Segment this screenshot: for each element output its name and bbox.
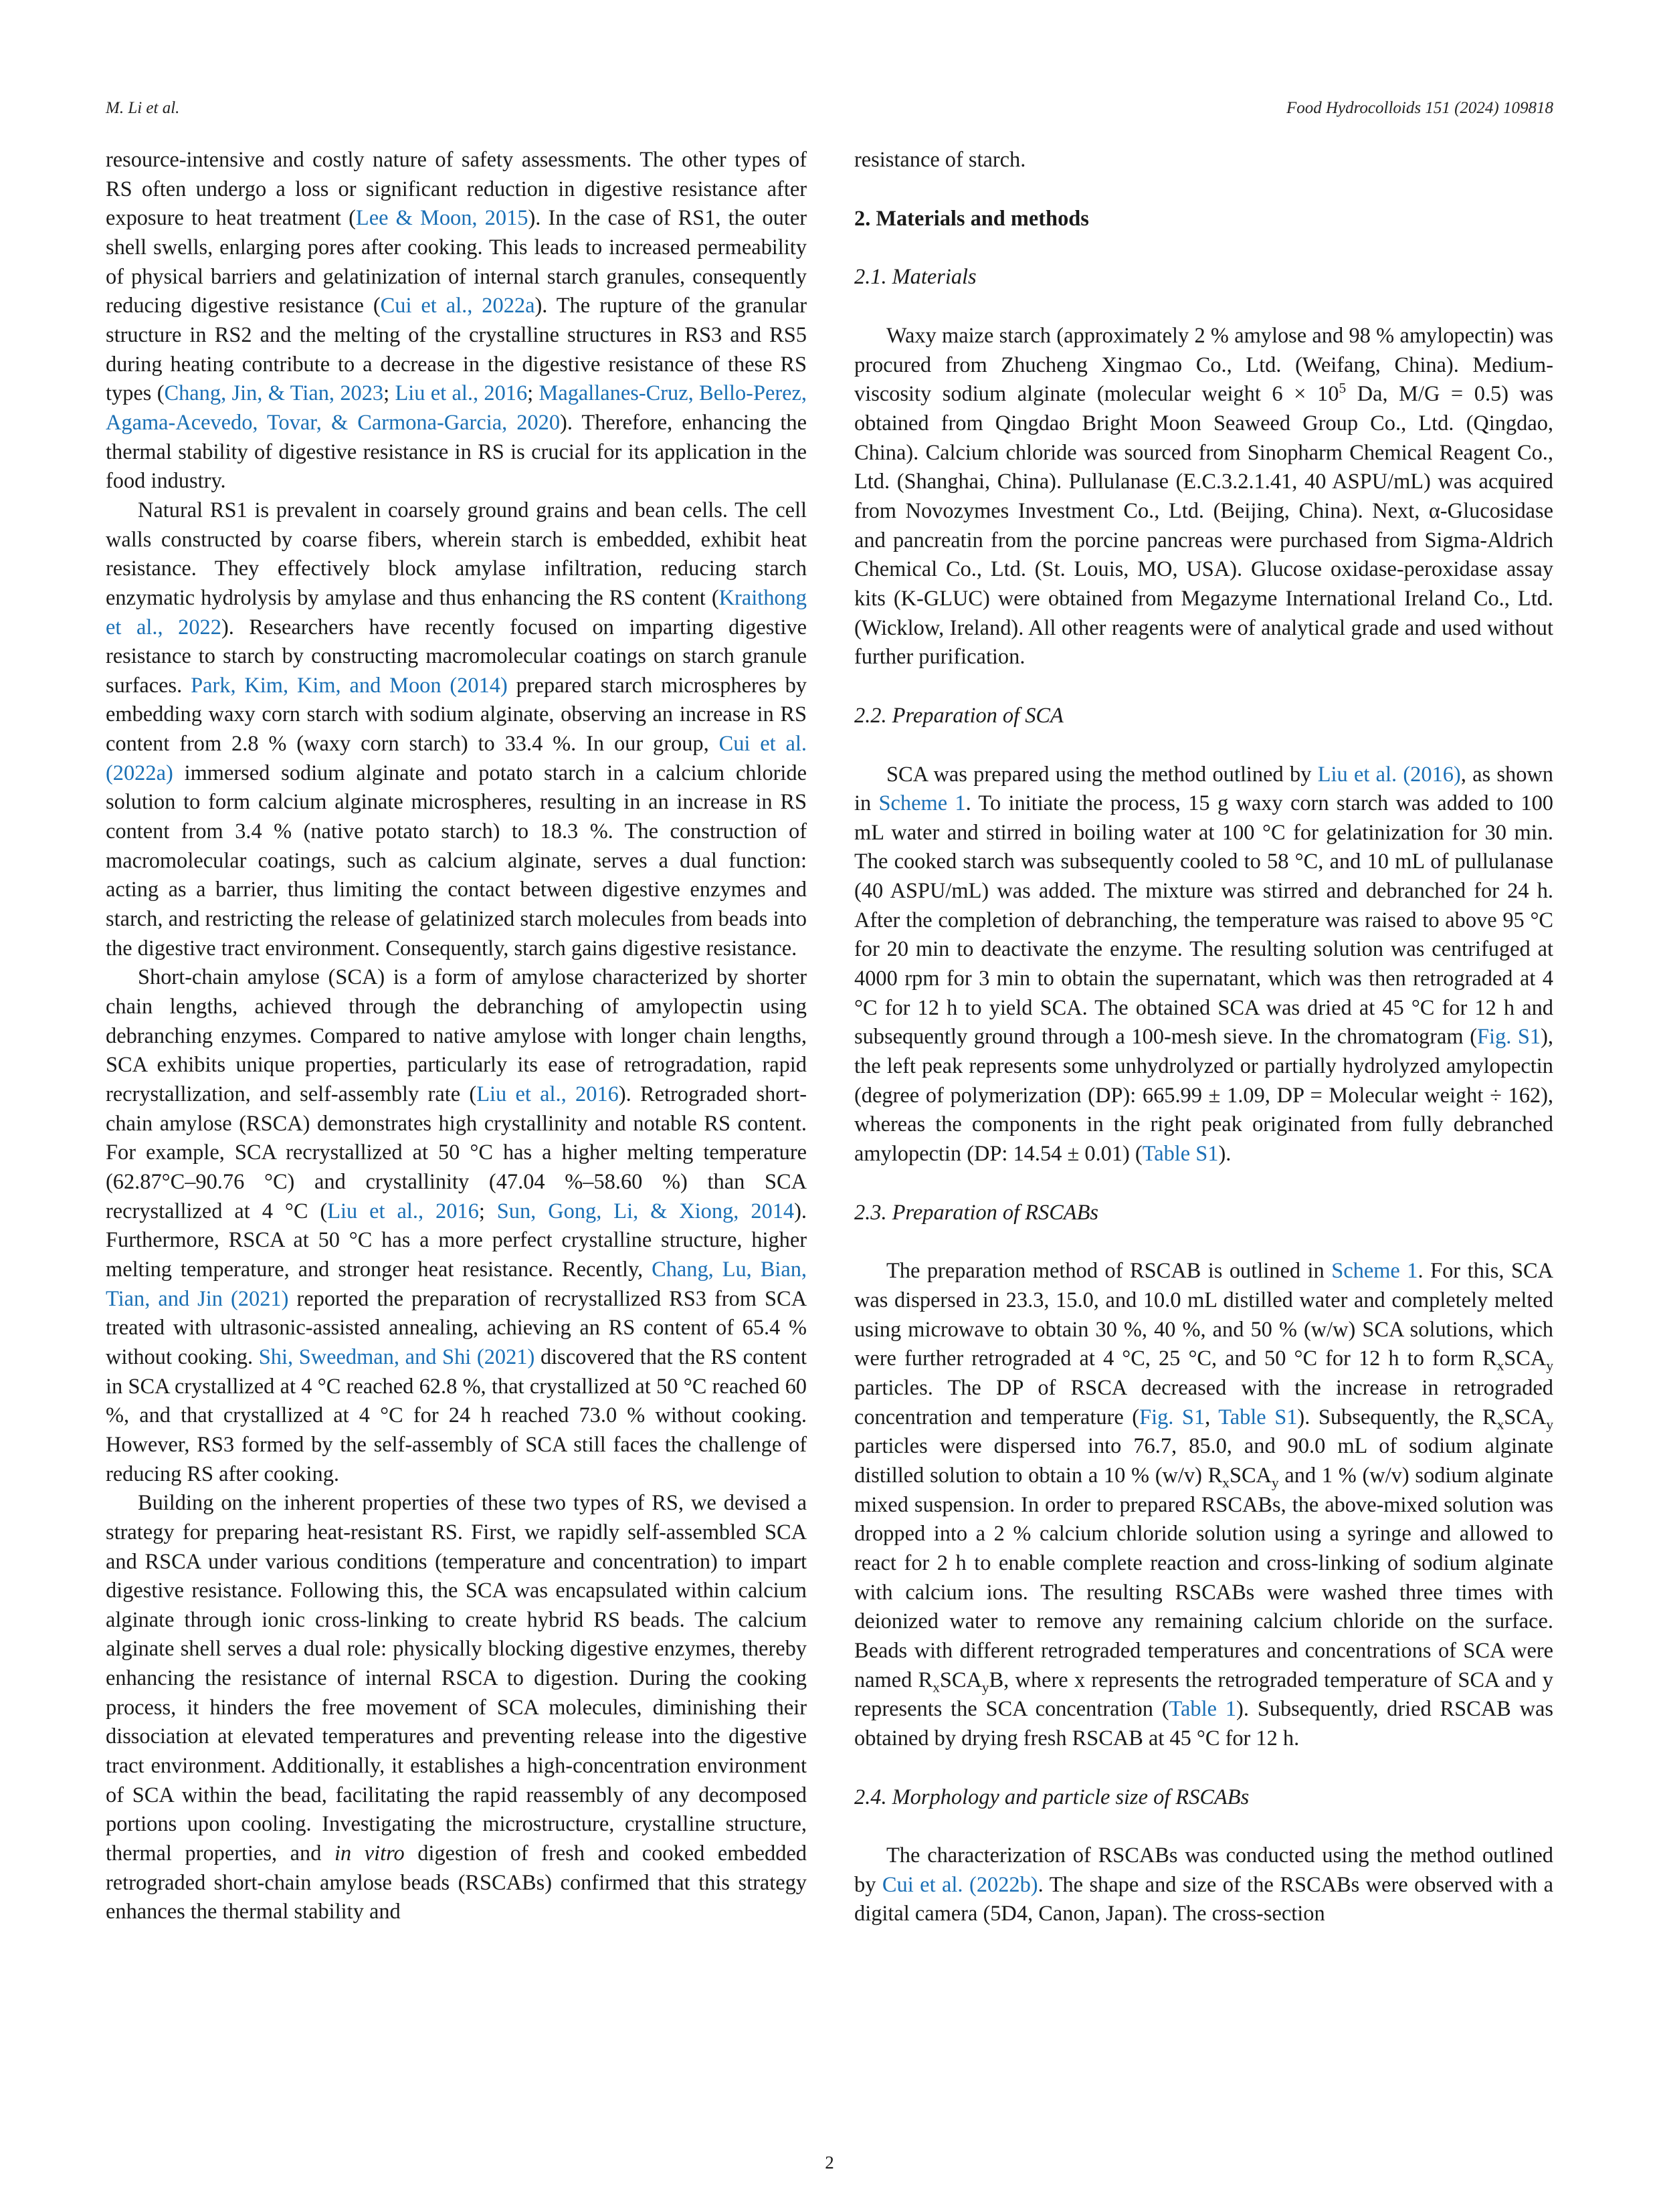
paragraph-preparation-rscabs: The preparation method of RSCAB is outli… [854, 1259, 1554, 1750]
citation-link[interactable]: Kraithong et al., 2022 [106, 585, 807, 639]
page-number: 2 [825, 2152, 834, 2173]
paragraph-materials: Waxy maize starch (approximately 2 % amy… [854, 323, 1553, 670]
citation-link[interactable]: Liu et al. (2016) [1317, 762, 1461, 787]
paragraph-preparation-sca: SCA was prepared using the method outlin… [854, 762, 1553, 1167]
citation-link[interactable]: Liu et al., 2016 [327, 1199, 479, 1223]
subsection-heading-preparation-sca: 2.2. Preparation of SCA [854, 703, 1064, 728]
citation-link[interactable]: Magallanes-Cruz, Bello-Perez, Agama-Acev… [106, 381, 807, 435]
subsection-heading-materials: 2.1. Materials [854, 265, 977, 290]
subsection-heading-morphology: 2.4. Morphology and particle size of RSC… [854, 1785, 1250, 1809]
paragraph-continued: resistance of starch. [854, 148, 1026, 172]
section-heading-materials-methods: 2. Materials and methods [854, 206, 1089, 231]
table-link[interactable]: Table 1 [1169, 1697, 1237, 1722]
citation-link[interactable]: Cui et al. (2022a) [106, 732, 807, 785]
left-column: resource-intensive and costly nature of … [106, 146, 807, 1927]
citation-link[interactable]: Shi, Sweedman, and Shi (2021) [258, 1344, 535, 1369]
citation-link[interactable]: Lee & Moon, 2015 [355, 206, 528, 231]
citation-link[interactable]: Liu et al., 2016 [476, 1082, 619, 1106]
table-link[interactable]: Table S1 [1218, 1405, 1298, 1429]
citation-link[interactable]: Chang, Lu, Bian, Tian, and Jin (2021) [106, 1257, 807, 1311]
running-header-authors: M. Li et al. [106, 99, 180, 117]
table-link[interactable]: Table S1 [1142, 1142, 1219, 1167]
scheme-link[interactable]: Scheme 1 [1331, 1259, 1418, 1284]
paragraph-2: Natural RS1 is prevalent in coarsely gro… [106, 498, 807, 961]
citation-link[interactable]: Chang, Jin, & Tian, 2023 [164, 381, 384, 406]
citation-link[interactable]: Park, Kim, Kim, and Moon (2014) [191, 673, 508, 698]
running-header-journal: Food Hydrocolloids 151 (2024) 109818 [1286, 99, 1553, 117]
paragraph-morphology: The characterization of RSCABs was condu… [854, 1843, 1553, 1926]
right-column: resistance of starch. 2. Materials and m… [854, 146, 1553, 1929]
figure-link[interactable]: Fig. S1 [1476, 1025, 1541, 1049]
paragraph-3: Short-chain amylose (SCA) is a form of a… [106, 965, 807, 1486]
figure-link[interactable]: Fig. S1 [1139, 1405, 1205, 1429]
citation-link[interactable]: Sun, Gong, Li, & Xiong, 2014 [496, 1199, 795, 1223]
citation-link[interactable]: Cui et al. (2022b) [882, 1872, 1038, 1897]
paragraph-4: Building on the inherent properties of t… [106, 1491, 807, 1924]
citation-link[interactable]: Liu et al., 2016 [395, 381, 528, 406]
citation-link[interactable]: Cui et al., 2022a [380, 294, 535, 318]
subsection-heading-preparation-rscabs: 2.3. Preparation of RSCABs [854, 1200, 1098, 1225]
scheme-link[interactable]: Scheme 1 [878, 791, 966, 816]
paragraph-1: resource-intensive and costly nature of … [106, 148, 807, 494]
